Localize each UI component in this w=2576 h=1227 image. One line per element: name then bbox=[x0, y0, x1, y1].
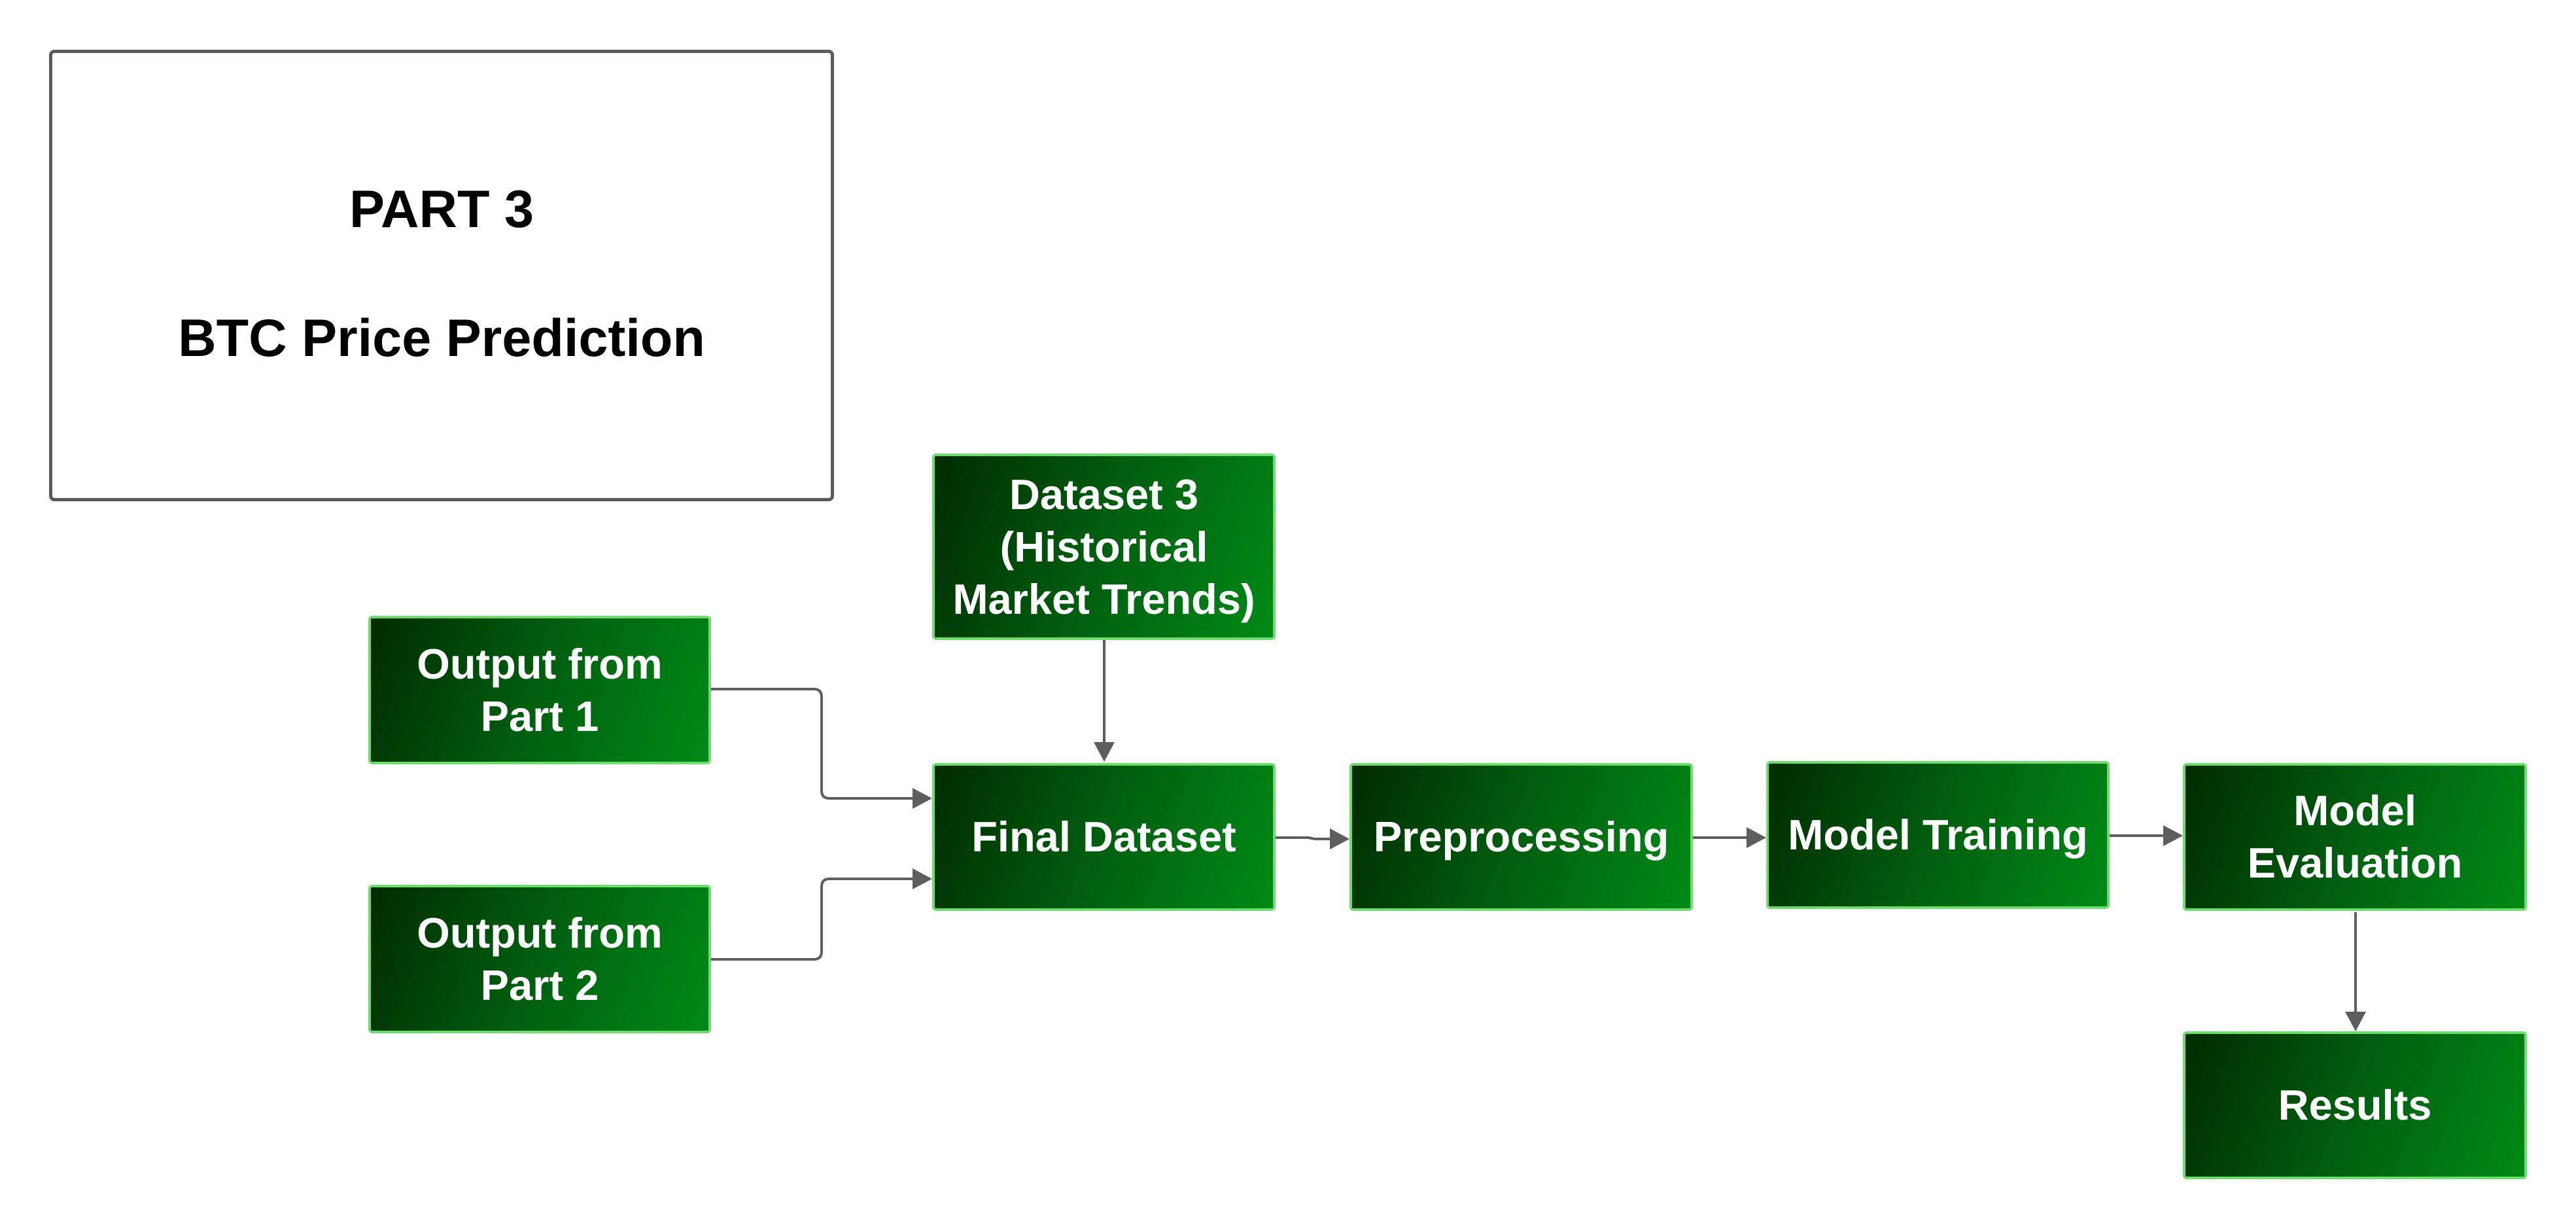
node-model-evaluation-line2: Evaluation bbox=[2247, 839, 2463, 887]
arrowhead-preprocessing bbox=[1330, 828, 1349, 849]
arrowhead-part1 bbox=[913, 788, 932, 809]
node-dataset3-line3: Market Trends) bbox=[952, 575, 1255, 623]
arrowhead-training bbox=[1747, 827, 1766, 848]
node-output-part2-line1: Output from bbox=[417, 908, 663, 957]
node-model-evaluation-line1: Model bbox=[2293, 787, 2416, 834]
node-model-training: Model Training bbox=[1766, 761, 2110, 909]
arrowhead-dataset3 bbox=[1094, 742, 1115, 762]
node-output-part1-line1: Output from bbox=[417, 639, 663, 688]
arrowhead-evaluation bbox=[2163, 825, 2183, 846]
node-results: Results bbox=[2183, 1031, 2527, 1179]
node-dataset3-line1: Dataset 3 bbox=[1009, 470, 1199, 518]
part-title: PART 3 bbox=[349, 180, 534, 239]
connector-part1-to-final bbox=[711, 688, 913, 800]
node-final-dataset: Final Dataset bbox=[932, 763, 1276, 911]
node-preprocessing-line1: Preprocessing bbox=[1373, 813, 1669, 861]
node-results-line1: Results bbox=[2278, 1081, 2432, 1129]
node-dataset3-line2: (Historical bbox=[1000, 522, 1208, 571]
connector-part2-to-final bbox=[711, 878, 913, 961]
node-final-dataset-line1: Final Dataset bbox=[971, 813, 1236, 861]
node-output-part1-line2: Part 1 bbox=[480, 692, 599, 740]
arrowhead-results bbox=[2345, 1012, 2366, 1031]
arrowhead-part2 bbox=[913, 868, 932, 889]
node-preprocessing: Preprocessing bbox=[1349, 763, 1693, 911]
connector-final-to-preprocessing bbox=[1276, 836, 1330, 840]
node-output-part2-line2: Part 2 bbox=[480, 961, 599, 1009]
diagram-subtitle: BTC Price Prediction bbox=[178, 309, 705, 368]
title-panel: PART 3 BTC Price Prediction bbox=[49, 50, 834, 501]
node-model-training-line1: Model Training bbox=[1788, 811, 2088, 859]
